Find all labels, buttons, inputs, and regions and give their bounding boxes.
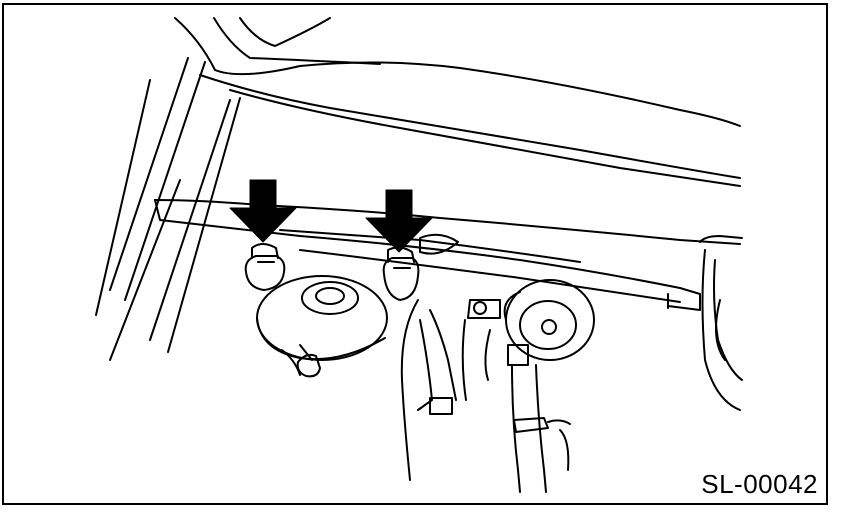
right-bolt (382, 246, 420, 301)
fender-area (699, 235, 743, 411)
wiring-harness (400, 299, 571, 493)
down-arrow-icon (365, 189, 433, 253)
a-pillar-lines (95, 57, 241, 361)
strut-top-mount (256, 275, 388, 378)
down-arrow-icon (229, 179, 297, 243)
figure-code: SL-00042 (701, 469, 818, 499)
left-bolt (244, 243, 286, 291)
horn-assembly (467, 279, 595, 361)
windshield-lines (174, 17, 741, 187)
